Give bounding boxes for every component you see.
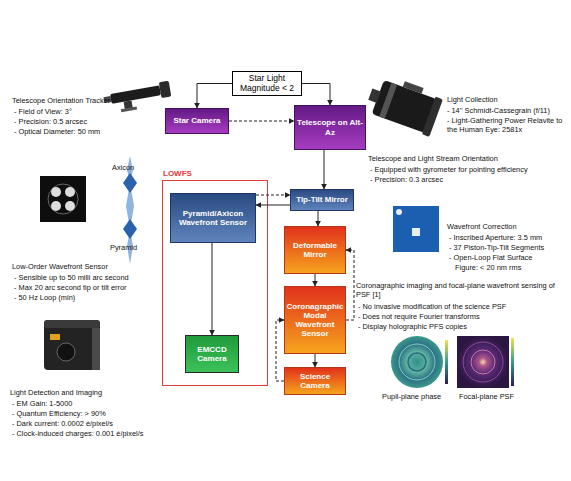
group-box: LOWFSPyramid/Axicon Wavefront SensorEMCC…: [162, 180, 268, 386]
annotation-text: - Clock-induced charges: 0.001 é/pixel/s: [12, 429, 143, 438]
annotation-text: Low-Order Wavefront Sensor: [12, 262, 108, 271]
pupil-image: [40, 176, 86, 222]
annotation-text: - Dark current: 0.0002 é/pixel/s: [12, 419, 113, 428]
flow-arrow: [212, 243, 213, 335]
focal-psf-image: [457, 336, 514, 388]
annotation-text: Telescope and Light Stream Orientation: [368, 154, 498, 163]
annotation-text: - Inscribed Aperture: 3.5 mm: [449, 233, 542, 242]
annotation-text: - 37 Piston-Tip-Tilt Segments: [449, 243, 544, 252]
box-label: Science Camera: [287, 372, 343, 390]
process-box: Coronagraphic Modal Wavefront Sensor: [284, 286, 346, 354]
process-box: Star Camera: [165, 108, 229, 134]
box-label: Telescope on Alt-Az: [297, 118, 363, 136]
annotation-text: Focal-plane PSF: [459, 392, 514, 401]
annotation-text: - Max 20 arc second tip or tilt error: [14, 283, 127, 292]
flow-arrow: [318, 211, 319, 226]
box-label: Coronagraphic Modal Wavefront Sensor: [287, 302, 344, 339]
pupil-phase-image: [391, 336, 448, 388]
annotation-text: - Optical Diameter: 50 mm: [14, 127, 100, 136]
annotation-text: Coronagraphic imaging and focal-plane wa…: [356, 281, 561, 300]
process-box: Science Camera: [284, 367, 346, 395]
annotation-text: - EM Gain: 1-5000: [12, 399, 72, 408]
flow-arrow: [256, 195, 290, 196]
annotation-text: Pyramid: [110, 243, 137, 252]
flow-arrow: [315, 274, 316, 286]
process-box: Telescope on Alt-Az: [294, 105, 366, 150]
annotation-text: Light Detection and Imaging: [10, 388, 102, 397]
flow-arrow: [324, 150, 325, 189]
annotation-text: Wavefront Correction: [447, 222, 517, 231]
annotation-text: - 50 Hz Loop (min): [14, 293, 75, 302]
annotation-text: - No invasive modification of the scienc…: [358, 302, 506, 311]
flow-arrow: [346, 250, 354, 320]
flow-arrow: [256, 205, 290, 206]
emccd-camera: [44, 320, 100, 370]
flow-arrow: [229, 121, 294, 122]
deformable-mirror: [393, 206, 439, 252]
flow-arrow: [302, 84, 330, 106]
annotation-text: Telescope Orientation Tracker: [12, 96, 110, 105]
annotation-text: Light Collection: [447, 95, 498, 104]
flow-arrow: [276, 320, 284, 381]
annotation-text: Axicon: [112, 163, 134, 172]
annotation-text: Pupil-plane phase: [382, 392, 441, 401]
box-label: Star Camera: [173, 116, 220, 125]
annotation-text: - Light-Gathering Power Relavite to the …: [447, 116, 567, 135]
box-label: Star Light Magnitude < 2: [235, 74, 299, 94]
box-label: Deformable Mirror: [287, 241, 343, 259]
flow-arrow: [197, 84, 232, 109]
annotation-text: - Precision: 0.3 arcsec: [370, 175, 443, 184]
telescope-illustration: [363, 72, 444, 137]
annotation-text: - 14'' Schmidt-Cassegrain (f/11): [447, 106, 550, 115]
process-box: Deformable Mirror: [284, 226, 346, 274]
box-label: Tip-Tilt Mirror: [296, 195, 348, 204]
process-box: Pyramid/Axicon Wavefront Sensor: [170, 193, 256, 243]
box-label: Pyramid/Axicon Wavefront Sensor: [173, 209, 253, 227]
annotation-text: - Field of View: 3°: [14, 107, 72, 116]
annotation-text: - Sensible up to 50 milli arc second: [14, 273, 129, 282]
process-box: Tip-Tilt Mirror: [290, 189, 354, 211]
annotation-text: - Display holographic PFS copies: [358, 322, 467, 331]
annotation-text: - Open-Loop Flat Surface: [449, 253, 532, 262]
source-box: Star Light Magnitude < 2: [232, 71, 302, 96]
annotation-text: - Does not require Fourier transforms: [358, 312, 480, 321]
annotation-text: Figure: < 20 nm rms: [455, 263, 521, 272]
annotation-text: - Equipped with gyrometer for pointing e…: [370, 165, 528, 174]
flow-arrow: [315, 354, 316, 367]
process-box: EMCCD Camera: [185, 335, 239, 373]
annotation-text: - Quantum Efficiency: > 90%: [12, 409, 106, 418]
box-label: EMCCD Camera: [188, 345, 236, 363]
annotation-text: - Precision: 0.5 arcsec: [14, 117, 87, 126]
group-title: LOWFS: [163, 169, 192, 178]
finder-scope: [103, 81, 173, 115]
